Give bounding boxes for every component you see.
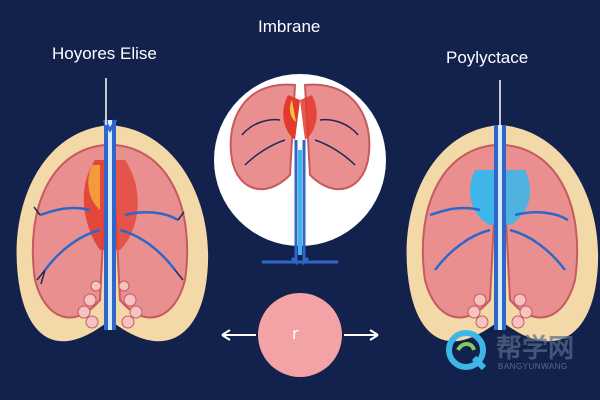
cell-glyph: r [292, 324, 299, 343]
right-organ [406, 80, 599, 342]
right-organ-label: Poylyctace [446, 48, 529, 67]
watermark-logo-icon [446, 330, 487, 371]
watermark-subtext: BANGYUNWANG [498, 362, 568, 371]
left-organ [16, 78, 209, 342]
center-organ [214, 74, 386, 266]
center-organ-label: Imbrane [258, 17, 321, 36]
left-organ-label: Hoyores Elise [52, 44, 157, 63]
watermark: 帮学网 BANGYUNWANG [444, 326, 584, 374]
small-cell [221, 293, 379, 377]
watermark-text: 帮学网 [496, 334, 575, 364]
